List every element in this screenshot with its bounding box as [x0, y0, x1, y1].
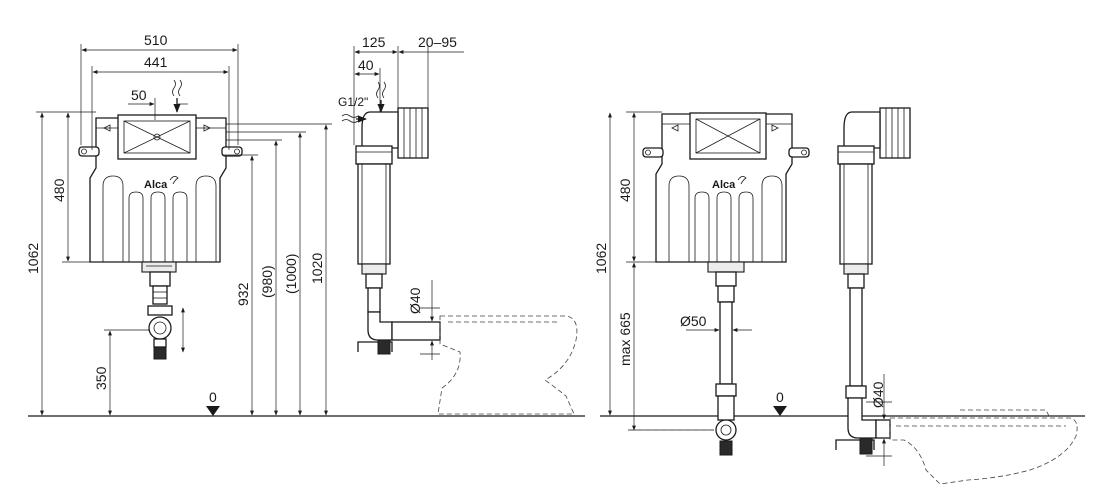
zero-level-label: 0 — [209, 389, 217, 405]
front-view-cistern: Alca — [78, 114, 243, 360]
side-2-dimensions: Ø40 — [866, 374, 892, 466]
dim-pipe-diameter: Ø50 — [680, 313, 707, 329]
dim-depth: 125 — [362, 34, 386, 50]
zero-level-label-2: 0 — [776, 389, 784, 405]
toilet-bowl-side-1 — [437, 315, 578, 415]
dim-outlet-diameter: Ø40 — [407, 287, 423, 314]
side-view-cistern — [355, 107, 441, 355]
front-dimensions: 510 441 50 1062 480 350 932 (980) (100 — [25, 32, 332, 416]
dim-outlet-diameter-2: Ø40 — [870, 381, 886, 408]
front-2-dimensions: 1062 480 max 665 Ø50 0 — [593, 111, 787, 431]
dim-pipe-max: max 665 — [617, 312, 633, 366]
toilet-bowl-side-2 — [889, 409, 1078, 485]
dim-height-total: 1062 — [25, 243, 41, 274]
dim-height-1000: (1000) — [283, 254, 299, 294]
brand-logo-2: Alca — [712, 179, 736, 191]
dim-height-980: (980) — [259, 265, 275, 298]
zero-level-marker — [206, 406, 220, 416]
dim-height-tank-2: 480 — [617, 178, 633, 202]
dim-height-932: 932 — [235, 282, 251, 306]
front-view-cistern-2: Alca — [642, 112, 810, 456]
zero-level-marker-2 — [773, 406, 787, 416]
dim-height-tank: 480 — [51, 178, 67, 202]
side-dimensions: 125 20–95 40 Ø40 — [353, 34, 464, 360]
dim-width-total: 510 — [144, 32, 168, 48]
dim-frame-range: 20–95 — [418, 34, 457, 50]
side-view-cistern-2 — [835, 107, 911, 455]
dim-width-inner: 441 — [144, 54, 168, 70]
water-inlet-arrows-side: G1/2" — [338, 81, 386, 123]
brand-logo: Alca — [144, 179, 168, 191]
dim-inlet-offset: 50 — [131, 87, 147, 103]
inlet-thread-label: G1/2" — [338, 95, 368, 109]
dim-height-outlet: 350 — [93, 366, 109, 390]
dim-height-total-2: 1062 — [593, 243, 609, 274]
water-inlet-arrows-front — [172, 79, 182, 113]
dim-inlet-depth: 40 — [358, 57, 374, 73]
dim-height-1020: 1020 — [309, 253, 325, 284]
